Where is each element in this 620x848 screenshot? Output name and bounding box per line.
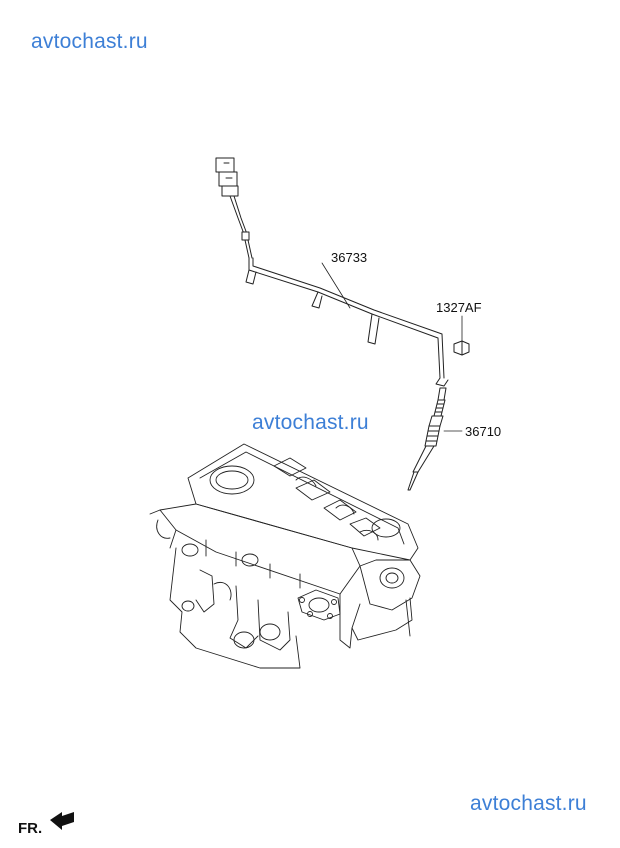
watermark-top: avtochast.ru xyxy=(31,30,148,53)
glow-plug xyxy=(407,387,463,491)
engine-block xyxy=(149,443,421,669)
terminal-nut xyxy=(453,315,470,356)
part-label-nut: 1327AF xyxy=(436,300,482,315)
watermark-middle: avtochast.ru xyxy=(252,411,369,434)
arrow-icon xyxy=(50,812,74,830)
watermark-bottom: avtochast.ru xyxy=(470,792,587,815)
front-direction-label: FR. xyxy=(18,820,43,837)
glow-plug-harness xyxy=(215,157,449,387)
part-label-harness: 36733 xyxy=(331,250,368,265)
part-label-glow-plug: 36710 xyxy=(465,424,502,439)
